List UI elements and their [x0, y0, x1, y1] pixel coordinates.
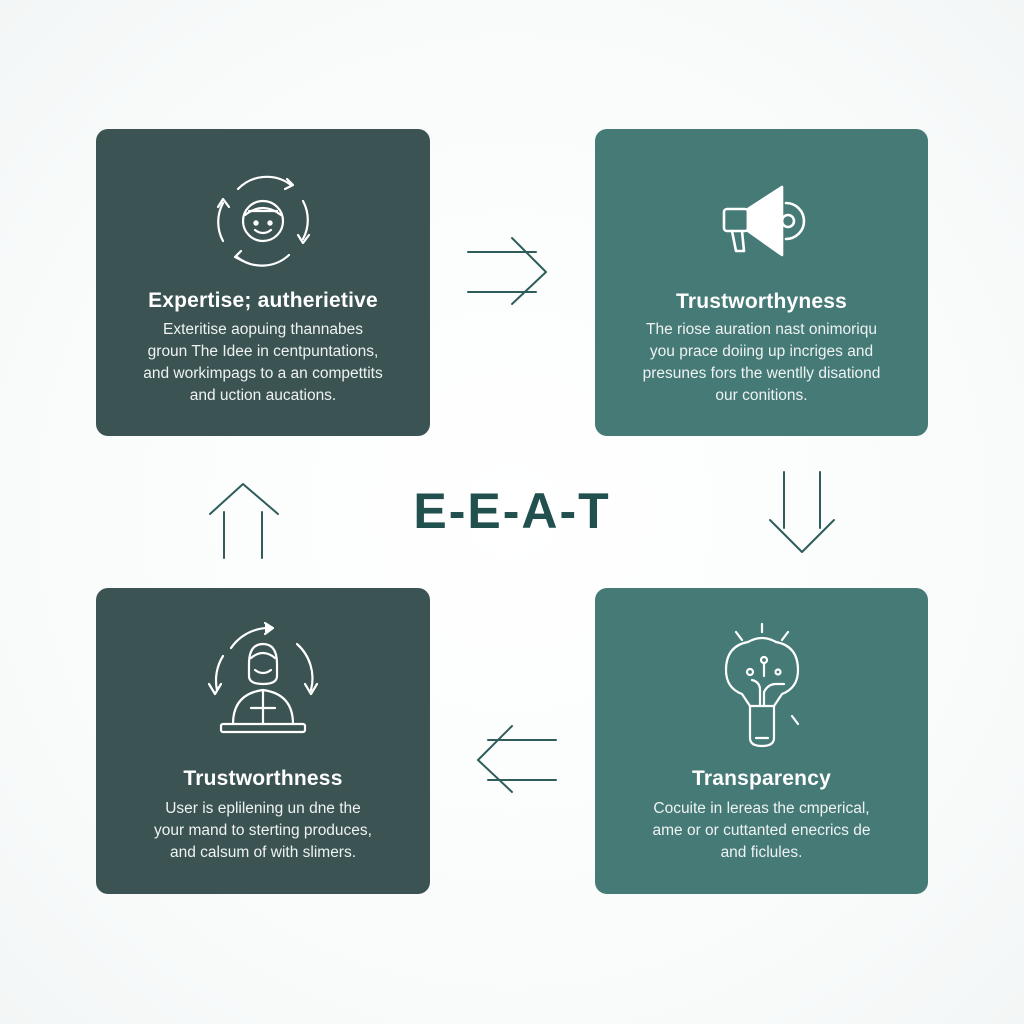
card-transparency: Transparency Cocuite in lereas the cmper…	[595, 588, 928, 894]
card-title: Trustworthness	[183, 767, 343, 790]
card-description: Exteritise aopuing thannabes groun The I…	[143, 321, 383, 404]
lightbulb-brain-icon	[724, 622, 799, 748]
person-cycle-icon	[207, 621, 319, 734]
arrow-up-icon	[209, 483, 279, 559]
face-cycle-icon	[216, 175, 311, 267]
card-trustworthness: Trustworthness User is eplilening un dne…	[96, 588, 430, 894]
arrow-right-icon	[467, 237, 547, 305]
megaphone-icon	[722, 185, 805, 257]
card-trustworthyness: Trustworthyness The riose auration nast …	[595, 129, 928, 436]
card-title: Expertise; autherietive	[148, 289, 378, 312]
card-description: Cocuite in lereas the cmperical, ame or …	[652, 800, 871, 861]
card-description: User is eplilening un dne the your mand …	[154, 800, 372, 861]
center-title: E-E-A-T	[413, 483, 611, 539]
card-description: The riose auration nast onimoriqu you pr…	[642, 321, 881, 404]
arrow-down-icon	[769, 471, 835, 553]
card-title: Trustworthyness	[675, 290, 848, 313]
card-title: Transparency	[692, 767, 831, 790]
arrow-left-icon	[477, 725, 557, 793]
card-expertise: Expertise; autherietive Exteritise aopui…	[96, 129, 430, 436]
